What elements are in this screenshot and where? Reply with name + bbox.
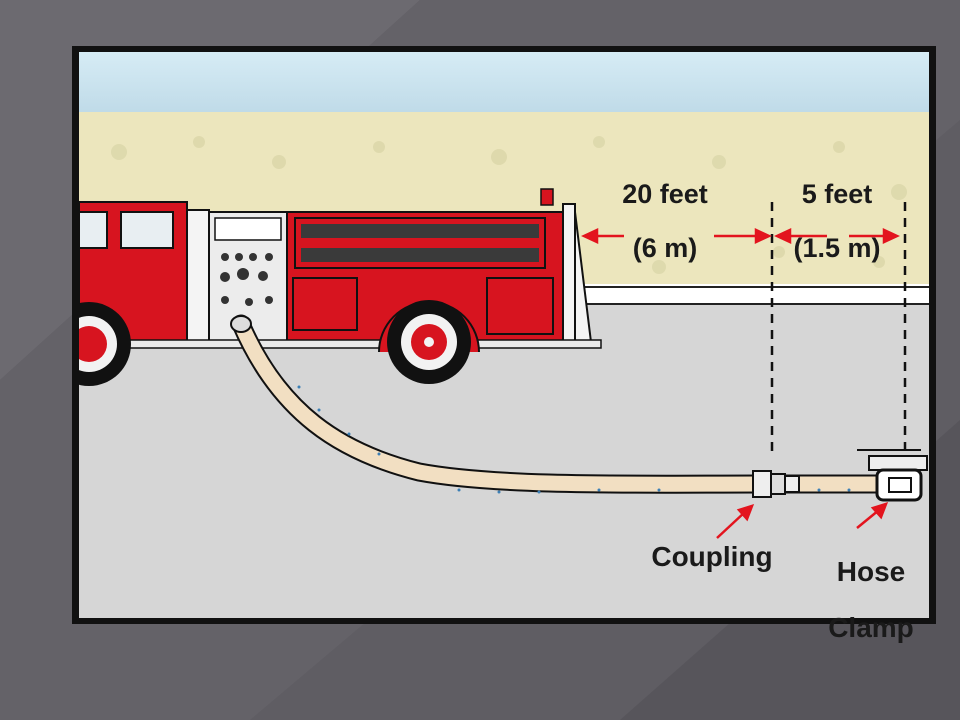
measure-20-feet: 20 feet (6 m) xyxy=(600,154,730,289)
hose-clamp-label-line2: Clamp xyxy=(828,612,914,643)
hose-clamp-diagram xyxy=(79,52,929,618)
hose-icon xyxy=(230,314,889,494)
road xyxy=(79,304,929,618)
field-texture xyxy=(111,136,907,274)
measure-5-feet-line2: (1.5 m) xyxy=(793,233,881,263)
hose-clamp-label-line1: Hose xyxy=(836,556,906,587)
dimension-arrows xyxy=(581,228,900,539)
measure-20-feet-line1: 20 feet xyxy=(622,179,708,209)
sky xyxy=(79,52,929,122)
coupling-label: Coupling xyxy=(651,541,773,572)
measure-5-feet: 5 feet (1.5 m) xyxy=(772,154,902,289)
hose-clamp-label: Hose Clamp xyxy=(812,530,930,670)
measure-5-feet-line1: 5 feet xyxy=(801,179,873,209)
hose-clamp-icon xyxy=(857,449,928,502)
coupling-icon xyxy=(752,470,800,498)
measure-20-feet-line2: (6 m) xyxy=(632,233,698,263)
fire-truck-icon xyxy=(79,188,602,386)
